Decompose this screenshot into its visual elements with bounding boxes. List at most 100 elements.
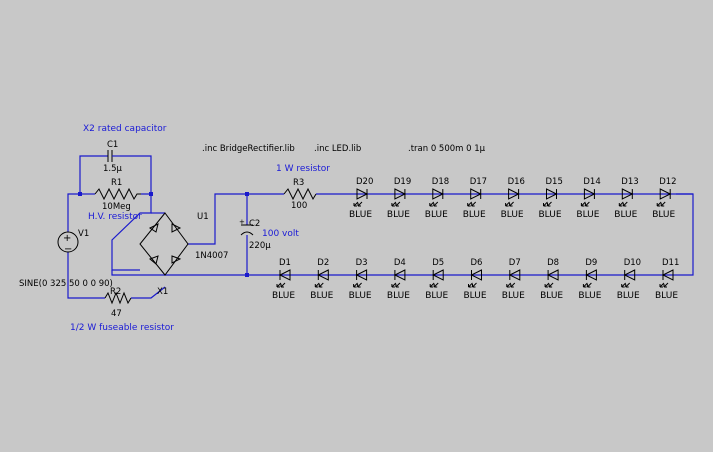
light-emission-icon — [582, 282, 592, 288]
led-value: BLUE — [349, 291, 372, 301]
plus-icon: + — [63, 233, 71, 244]
voltage-source-v1[interactable]: + − V1 SINE(0 325 50 0 0 90) — [19, 229, 113, 289]
led-value: BLUE — [655, 291, 678, 301]
light-emission-icon — [391, 201, 401, 207]
r2-ref: R2 — [110, 287, 121, 297]
led-ref: D5 — [432, 258, 444, 268]
led-ref: D8 — [547, 258, 559, 268]
led-ref: D7 — [509, 258, 521, 268]
led-value: BLUE — [652, 210, 675, 220]
light-emission-icon — [353, 201, 363, 207]
minus-icon: − — [64, 244, 72, 255]
light-emission-icon — [314, 282, 324, 288]
led-ref: D14 — [583, 177, 600, 187]
v1-value: SINE(0 325 50 0 0 90) — [19, 279, 113, 289]
led-value: BLUE — [272, 291, 295, 301]
led-value: BLUE — [617, 291, 640, 301]
light-emission-icon — [621, 282, 631, 288]
resistor-r1[interactable]: R1 10Meg — [94, 178, 141, 212]
led-ref: D20 — [356, 177, 373, 187]
include-bridge-directive: .inc BridgeRectifier.lib — [202, 144, 295, 154]
light-emission-icon — [429, 282, 439, 288]
x1-ref: X1 — [157, 287, 168, 297]
c2-voltage-note: 100 volt — [262, 229, 299, 239]
light-emission-icon — [544, 282, 554, 288]
c2-ref: C2 — [249, 219, 260, 229]
led-ref: D13 — [621, 177, 638, 187]
led-value: BLUE — [425, 291, 448, 301]
led-value: BLUE — [387, 210, 410, 220]
c1-ref: C1 — [107, 140, 118, 150]
u1-ref: U1 — [197, 212, 209, 222]
led-ref: D19 — [394, 177, 411, 187]
led-ref: D15 — [546, 177, 563, 187]
led-value: BLUE — [540, 291, 563, 301]
u1-value: 1N4007 — [195, 251, 228, 261]
led-ref: D16 — [508, 177, 525, 187]
led-value: BLUE — [387, 291, 410, 301]
r2-value: 47 — [111, 309, 122, 319]
light-emission-icon — [429, 201, 439, 207]
led-ref: D1 — [279, 258, 291, 268]
led-value: BLUE — [464, 291, 487, 301]
r1-ref: R1 — [111, 178, 122, 188]
led-ref: D6 — [471, 258, 483, 268]
resistor-r3[interactable]: R3 100 — [283, 178, 317, 211]
light-emission-icon — [580, 201, 590, 207]
led-ref: D12 — [659, 177, 676, 187]
led-value: BLUE — [502, 291, 525, 301]
light-emission-icon — [618, 201, 628, 207]
include-led-directive: .inc LED.lib — [314, 144, 361, 154]
led-value: BLUE — [539, 210, 562, 220]
led-value: BLUE — [310, 291, 333, 301]
led-ref: D4 — [394, 258, 406, 268]
light-emission-icon — [467, 201, 477, 207]
led-string-top: D20BLUED19BLUED18BLUED17BLUED16BLUED15BL… — [349, 177, 677, 220]
light-emission-icon — [659, 282, 669, 288]
led-ref: D11 — [662, 258, 679, 268]
led-value: BLUE — [463, 210, 486, 220]
resistor-r2[interactable]: R2 47 — [104, 287, 132, 319]
light-emission-icon — [506, 282, 516, 288]
r2-fuse-note: 1/2 W fuseable resistor — [70, 323, 174, 333]
bridge-rectifier-u1[interactable]: U1 1N4007 X1 — [139, 212, 228, 297]
led-value: BLUE — [425, 210, 448, 220]
capacitor-c1[interactable]: C1 1.5µ — [103, 140, 123, 174]
led-string-bottom: D1BLUED2BLUED3BLUED4BLUED5BLUED6BLUED7BL… — [272, 258, 679, 301]
c1-value: 1.5µ — [103, 164, 123, 174]
hv-resistor-note: H.V. resistor — [88, 212, 142, 222]
led-value: BLUE — [614, 210, 637, 220]
light-emission-icon — [276, 282, 286, 288]
c2-plus-icon: + — [239, 218, 245, 226]
x2-capacitor-note: X2 rated capacitor — [83, 124, 167, 134]
transient-directive: .tran 0 500m 0 1µ — [408, 144, 486, 154]
light-emission-icon — [391, 282, 401, 288]
light-emission-icon — [656, 201, 666, 207]
led-value: BLUE — [349, 210, 372, 220]
wires — [67, 155, 694, 299]
led-ref: D17 — [470, 177, 487, 187]
capacitor-c2[interactable]: + C2 220µ — [239, 218, 271, 251]
led-value: BLUE — [501, 210, 524, 220]
